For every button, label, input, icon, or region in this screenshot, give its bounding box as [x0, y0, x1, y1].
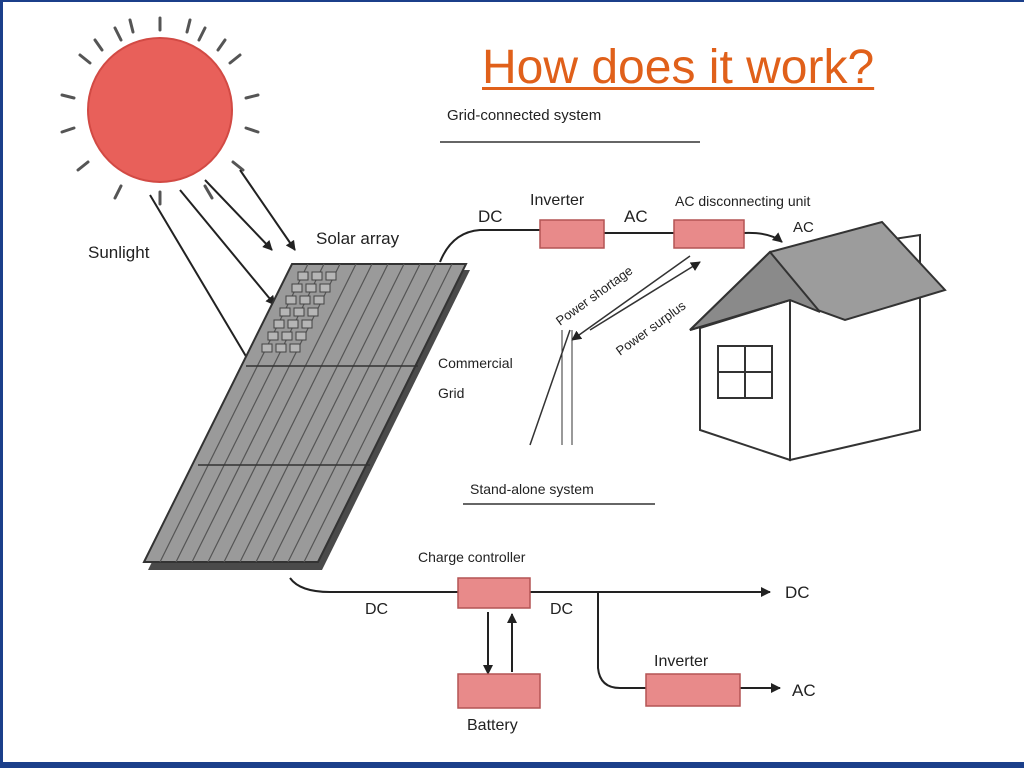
- charge-controller-box: [457, 577, 531, 609]
- inverter-top-label: Inverter: [530, 192, 585, 209]
- commercial-grid-pole: [529, 329, 573, 446]
- charge-controller-label: Charge controller: [418, 549, 526, 565]
- solar-array-label: Solar array: [316, 229, 400, 248]
- grid-connected-heading: Grid-connected system: [447, 107, 601, 124]
- grid-connected-wiring: [439, 229, 783, 263]
- commercial-label: Commercial: [438, 355, 513, 371]
- ac-house-label: AC: [793, 219, 814, 236]
- stand-alone-wiring: [289, 577, 781, 693]
- ac-top-label: AC: [624, 207, 648, 226]
- inverter-bottom-label: Inverter: [654, 653, 709, 670]
- house-icon: [689, 220, 947, 462]
- inverter-top-box: [539, 219, 605, 249]
- power-shortage-label: Power shortage: [553, 263, 635, 329]
- dc-top-label: DC: [478, 207, 503, 226]
- ac-disconnect-label: AC disconnecting unit: [675, 193, 811, 209]
- sunlight-label: Sunlight: [88, 243, 150, 262]
- power-surplus-label: Power surplus: [613, 298, 689, 359]
- battery-box: [457, 673, 541, 709]
- battery-label: Battery: [467, 717, 518, 734]
- ac-disconnect-box: [673, 219, 745, 249]
- dc-out-label: DC: [785, 583, 810, 602]
- dc-mid-label: DC: [550, 601, 573, 618]
- slide-title: How does it work?: [482, 41, 875, 94]
- inverter-bottom-box: [645, 673, 741, 707]
- stand-alone-heading: Stand-alone system: [470, 481, 594, 497]
- ac-out-label: AC: [792, 681, 816, 700]
- grid-label: Grid: [438, 385, 464, 401]
- solar-panel: [142, 263, 470, 570]
- sun-icon: [60, 16, 260, 206]
- dc-left-label: DC: [365, 601, 388, 618]
